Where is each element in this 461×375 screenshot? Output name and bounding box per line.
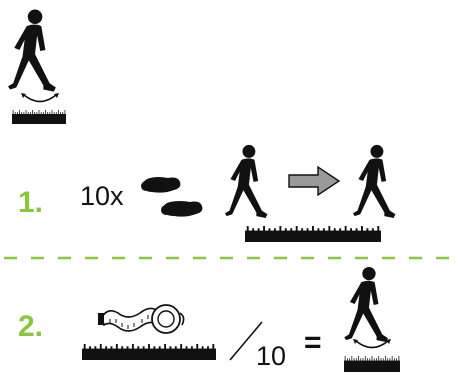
measuring-ruler-icon xyxy=(82,344,216,360)
walking-person-icon xyxy=(340,266,396,342)
walking-person-icon xyxy=(350,144,402,218)
step-number-1: 1. xyxy=(18,186,44,219)
walking-person-icon xyxy=(222,144,274,218)
tape-measure-icon xyxy=(98,304,185,334)
divisor-text: 10 xyxy=(256,341,287,371)
walking-person-icon xyxy=(8,4,60,96)
stride-arc-icon xyxy=(353,339,391,349)
measuring-ruler-icon xyxy=(344,356,400,372)
dashed-divider xyxy=(4,256,461,260)
footprints-icon xyxy=(141,177,203,217)
multiplier-text: 10x xyxy=(80,181,124,211)
step-number-2: 2. xyxy=(18,310,44,343)
right-arrow-icon xyxy=(288,165,341,197)
measuring-ruler-icon xyxy=(12,110,66,124)
stride-arc-icon xyxy=(21,93,59,103)
measuring-ruler-icon xyxy=(245,226,381,242)
equals-sign: = xyxy=(304,326,322,359)
division-slash-icon xyxy=(229,321,263,361)
